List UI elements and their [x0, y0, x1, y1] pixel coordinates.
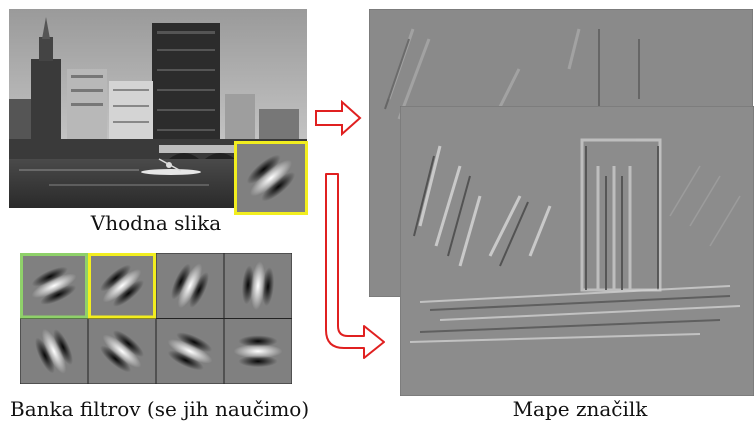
filter-2 [88, 253, 156, 319]
filter-5 [20, 318, 88, 384]
filter-3 [156, 253, 224, 319]
filter-4 [224, 253, 292, 319]
filter-6 [88, 318, 156, 384]
green-highlight-frame [20, 253, 88, 319]
filter-bank [20, 253, 292, 384]
filter-7 [156, 318, 224, 384]
feature-map-front [400, 106, 754, 396]
overlay-highlight-frame [234, 141, 308, 215]
filter-1 [20, 253, 88, 319]
right-arrow [314, 100, 362, 136]
down-right-arrow [320, 170, 392, 362]
feature-maps-caption: Mape značilk [512, 397, 648, 421]
filter-bank-caption: Banka filtrov (se jih naučimo) [10, 397, 310, 421]
overlay-filter [234, 141, 308, 215]
yellow-highlight-frame [88, 253, 156, 319]
input-filter-overlay [234, 141, 308, 215]
filter-8 [224, 318, 292, 384]
input-image-caption: Vhodna slika [90, 211, 222, 235]
input-image [9, 9, 307, 208]
